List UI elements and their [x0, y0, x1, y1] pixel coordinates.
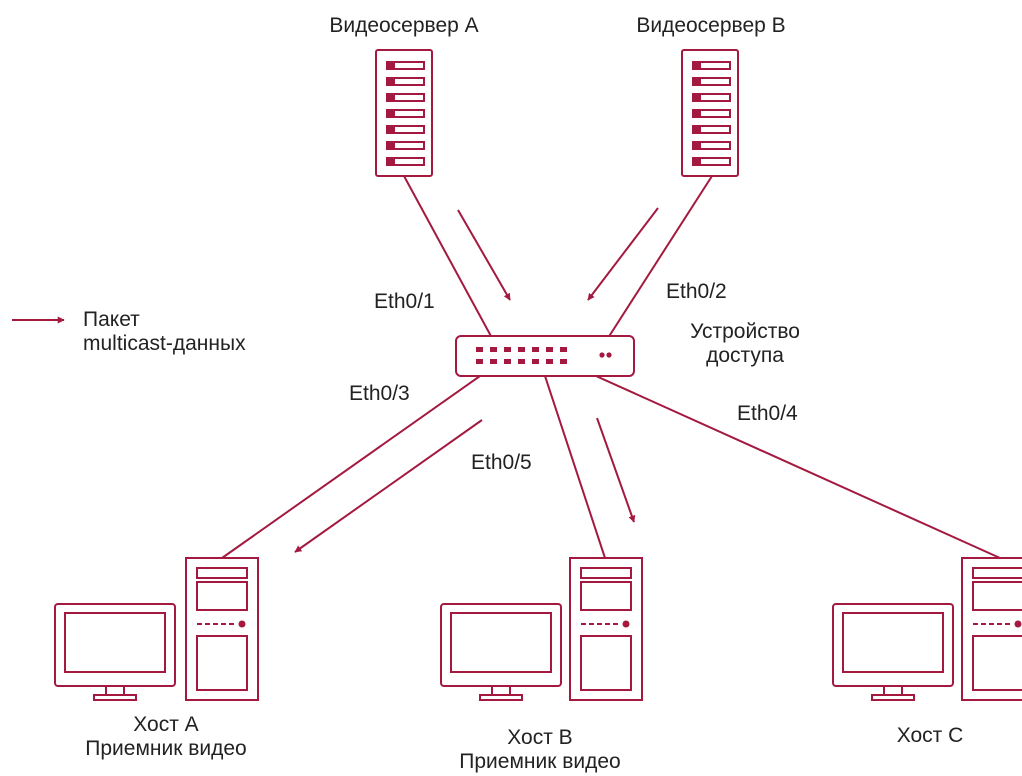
host-c-name: Хост C [896, 724, 964, 747]
link-server-b [607, 175, 713, 339]
host-a-computer-icon [54, 557, 259, 701]
port-eth04-label: Eth0/4 [737, 402, 798, 425]
server-a-label: Видеосервер A [329, 14, 479, 37]
flow-arrow-host-b [596, 417, 636, 523]
port-eth05-label: Eth0/5 [471, 451, 532, 474]
link-server-a [403, 175, 493, 339]
server-b-icon [681, 49, 739, 177]
links [221, 175, 1001, 559]
multicast-flows [12, 207, 659, 553]
access-switch-icon [455, 335, 635, 377]
flow-arrow-host-a [294, 419, 483, 553]
access-device-label: Устройство доступа [660, 320, 830, 368]
port-eth01-label: Eth0/1 [374, 290, 435, 313]
host-c-computer-icon [832, 557, 1022, 701]
host-a-role: Приемник видео [85, 737, 247, 760]
host-b-label: Хост B Приемник видео [420, 726, 660, 774]
legend-label: Пакет multicast-данных [83, 308, 246, 356]
legend-line2: multicast-данных [83, 332, 246, 355]
host-c-label: Хост C [850, 724, 1010, 748]
flow-arrow-server-b [587, 207, 659, 301]
host-a-label: Хост A Приемник видео [46, 713, 286, 761]
link-host-a [221, 375, 481, 559]
link-host-b [544, 375, 606, 559]
access-device-line2: доступа [706, 344, 784, 367]
server-b-label: Видеосервер B [636, 14, 786, 37]
host-b-name: Хост B [507, 726, 573, 749]
legend-line1: Пакет [83, 308, 140, 331]
port-eth03-label: Eth0/3 [349, 382, 410, 405]
host-b-role: Приемник видео [459, 750, 621, 773]
link-host-c [595, 375, 1001, 559]
host-a-name: Хост A [133, 713, 199, 736]
server-a-icon [375, 49, 433, 177]
flow-arrow-server-a [457, 209, 511, 301]
host-b-computer-icon [440, 557, 643, 701]
port-eth02-label: Eth0/2 [666, 280, 727, 303]
access-device-line1: Устройство [690, 320, 800, 343]
